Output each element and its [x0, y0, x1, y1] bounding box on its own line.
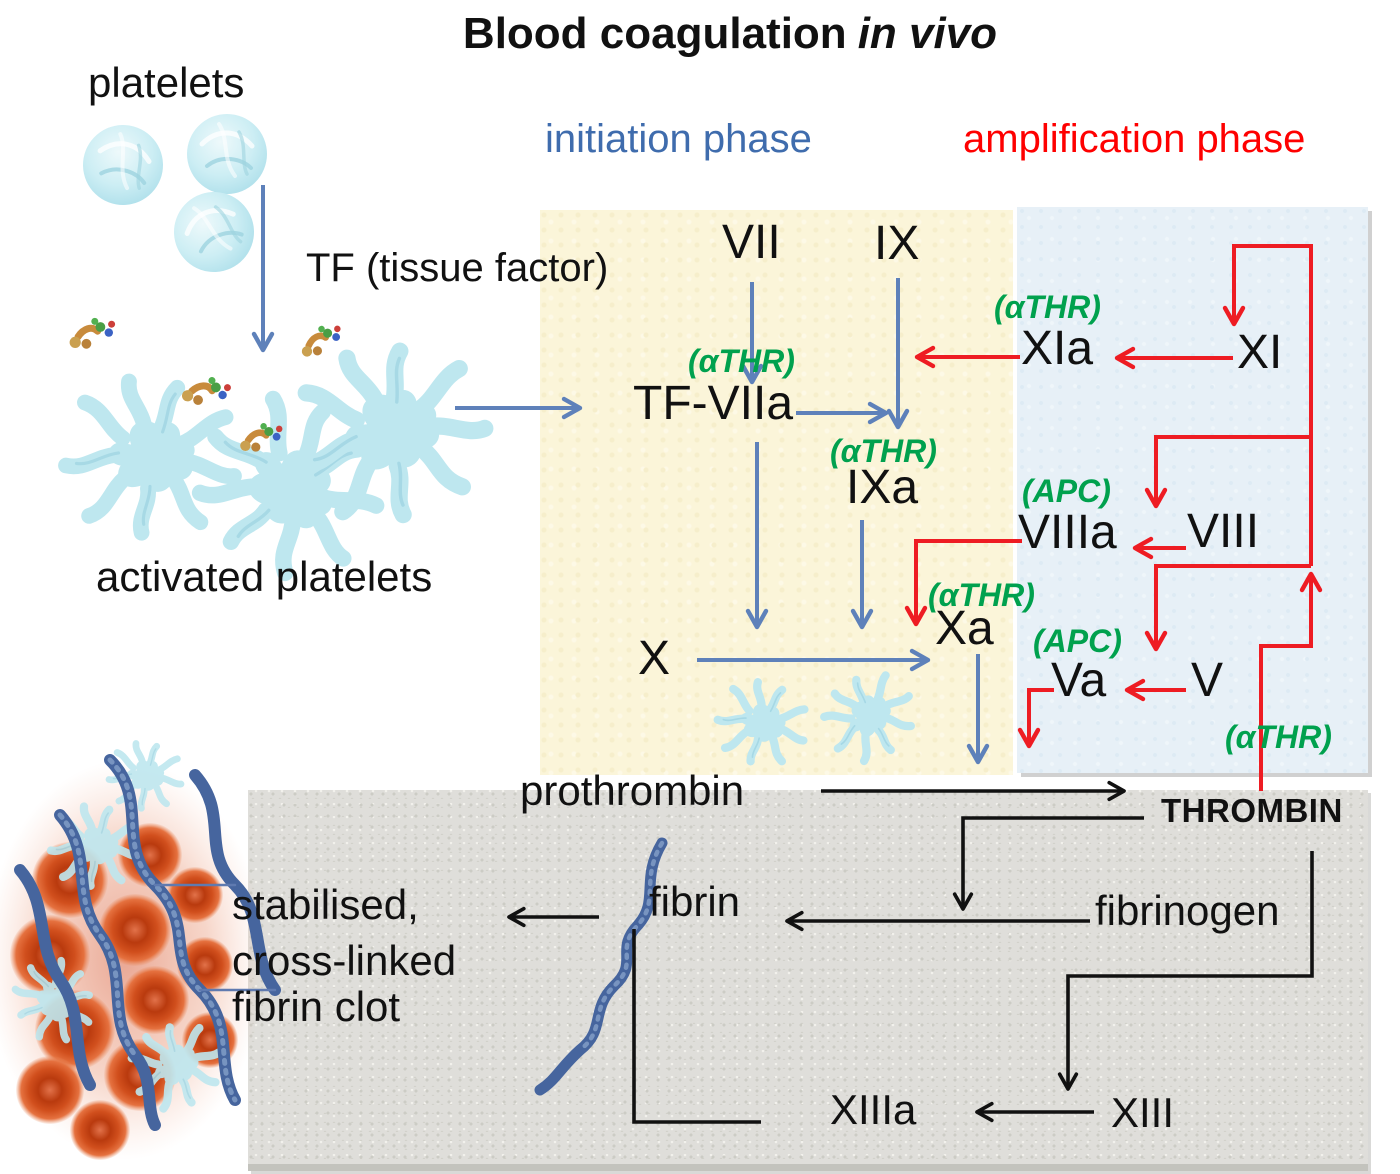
title-emphasis: in vivo — [857, 9, 998, 58]
fibrin-clot-image — [0, 744, 281, 1160]
factor-vii: VII — [722, 216, 781, 269]
factor-v: V — [1191, 654, 1224, 707]
factor-tf-viia: TF-VIIa — [633, 377, 794, 430]
modifier-athr-tfviia: (αTHR) — [688, 343, 795, 379]
modifier-athr-xa: (αTHR) — [928, 577, 1035, 613]
activated-platelets-label: activated platelets — [96, 553, 433, 600]
factor-xa: Xa — [935, 602, 994, 655]
modifier-athr-ixa: (αTHR) — [830, 433, 937, 469]
title-main: Blood coagulation — [462, 9, 847, 58]
platelets-image — [77, 114, 267, 285]
amplification-phase-label: amplification phase — [963, 117, 1306, 161]
arrow-va-down — [1017, 688, 1054, 749]
arrow-viiia-to-xa — [904, 539, 1022, 627]
arrow-trunk-to-v — [1144, 564, 1311, 652]
connector-fibrin-to-xiiia — [632, 929, 761, 1124]
clot-label-line3: fibrin clot — [232, 983, 401, 1030]
modifier-apc-viiia: (APC) — [1022, 473, 1111, 509]
factor-ixa: IXa — [846, 461, 919, 514]
factor-va: Va — [1051, 654, 1107, 707]
fibrin-strand-image — [534, 837, 668, 1096]
factor-viii: VIII — [1187, 505, 1260, 558]
factor-ix: IX — [874, 217, 920, 270]
platelets-label: platelets — [88, 59, 245, 106]
initiation-phase-label: initiation phase — [545, 117, 812, 161]
factor-x: X — [638, 632, 671, 685]
clot-label-line1: stabilised, — [232, 881, 419, 928]
initiation-phase-box — [540, 210, 1013, 775]
arrow-thrombin-to-xiii — [1057, 851, 1314, 1091]
factor-xiii: XIII — [1111, 1089, 1175, 1136]
modifier-athr-xia: (αTHR) — [994, 289, 1101, 325]
factor-thrombin: THROMBIN — [1161, 792, 1343, 829]
arrow-trunk-to-viii — [1144, 435, 1311, 509]
black-arrows — [507, 780, 1314, 1124]
modifier-athr-thrombin: (αTHR) — [1225, 719, 1332, 755]
factor-xiiia: XIIIa — [830, 1086, 917, 1133]
arrow-thrombin-to-fibrinogen-arrow — [952, 816, 1144, 911]
factor-fibrin: fibrin — [649, 878, 741, 925]
factor-fibrinogen: fibrinogen — [1095, 887, 1280, 934]
factor-prothrombin: prothrombin — [520, 767, 745, 814]
factor-xia: XIa — [1021, 322, 1094, 375]
arrow-trunk-to-xi — [1222, 244, 1313, 566]
red-arrows — [904, 244, 1323, 791]
blue-arrows — [251, 185, 990, 765]
arrow-thrombin-up-trunk — [1259, 571, 1323, 791]
tissue-factor-label: TF (tissue factor) — [306, 246, 609, 290]
factor-viiia: VIIIa — [1018, 506, 1117, 559]
factor-xi: XI — [1237, 326, 1283, 379]
phospholipid-surface-image — [712, 658, 928, 775]
fibrin-strands — [14, 754, 281, 1131]
modifier-apc-va: (APC) — [1033, 623, 1122, 659]
clot-label-line2: cross-linked — [232, 937, 457, 984]
